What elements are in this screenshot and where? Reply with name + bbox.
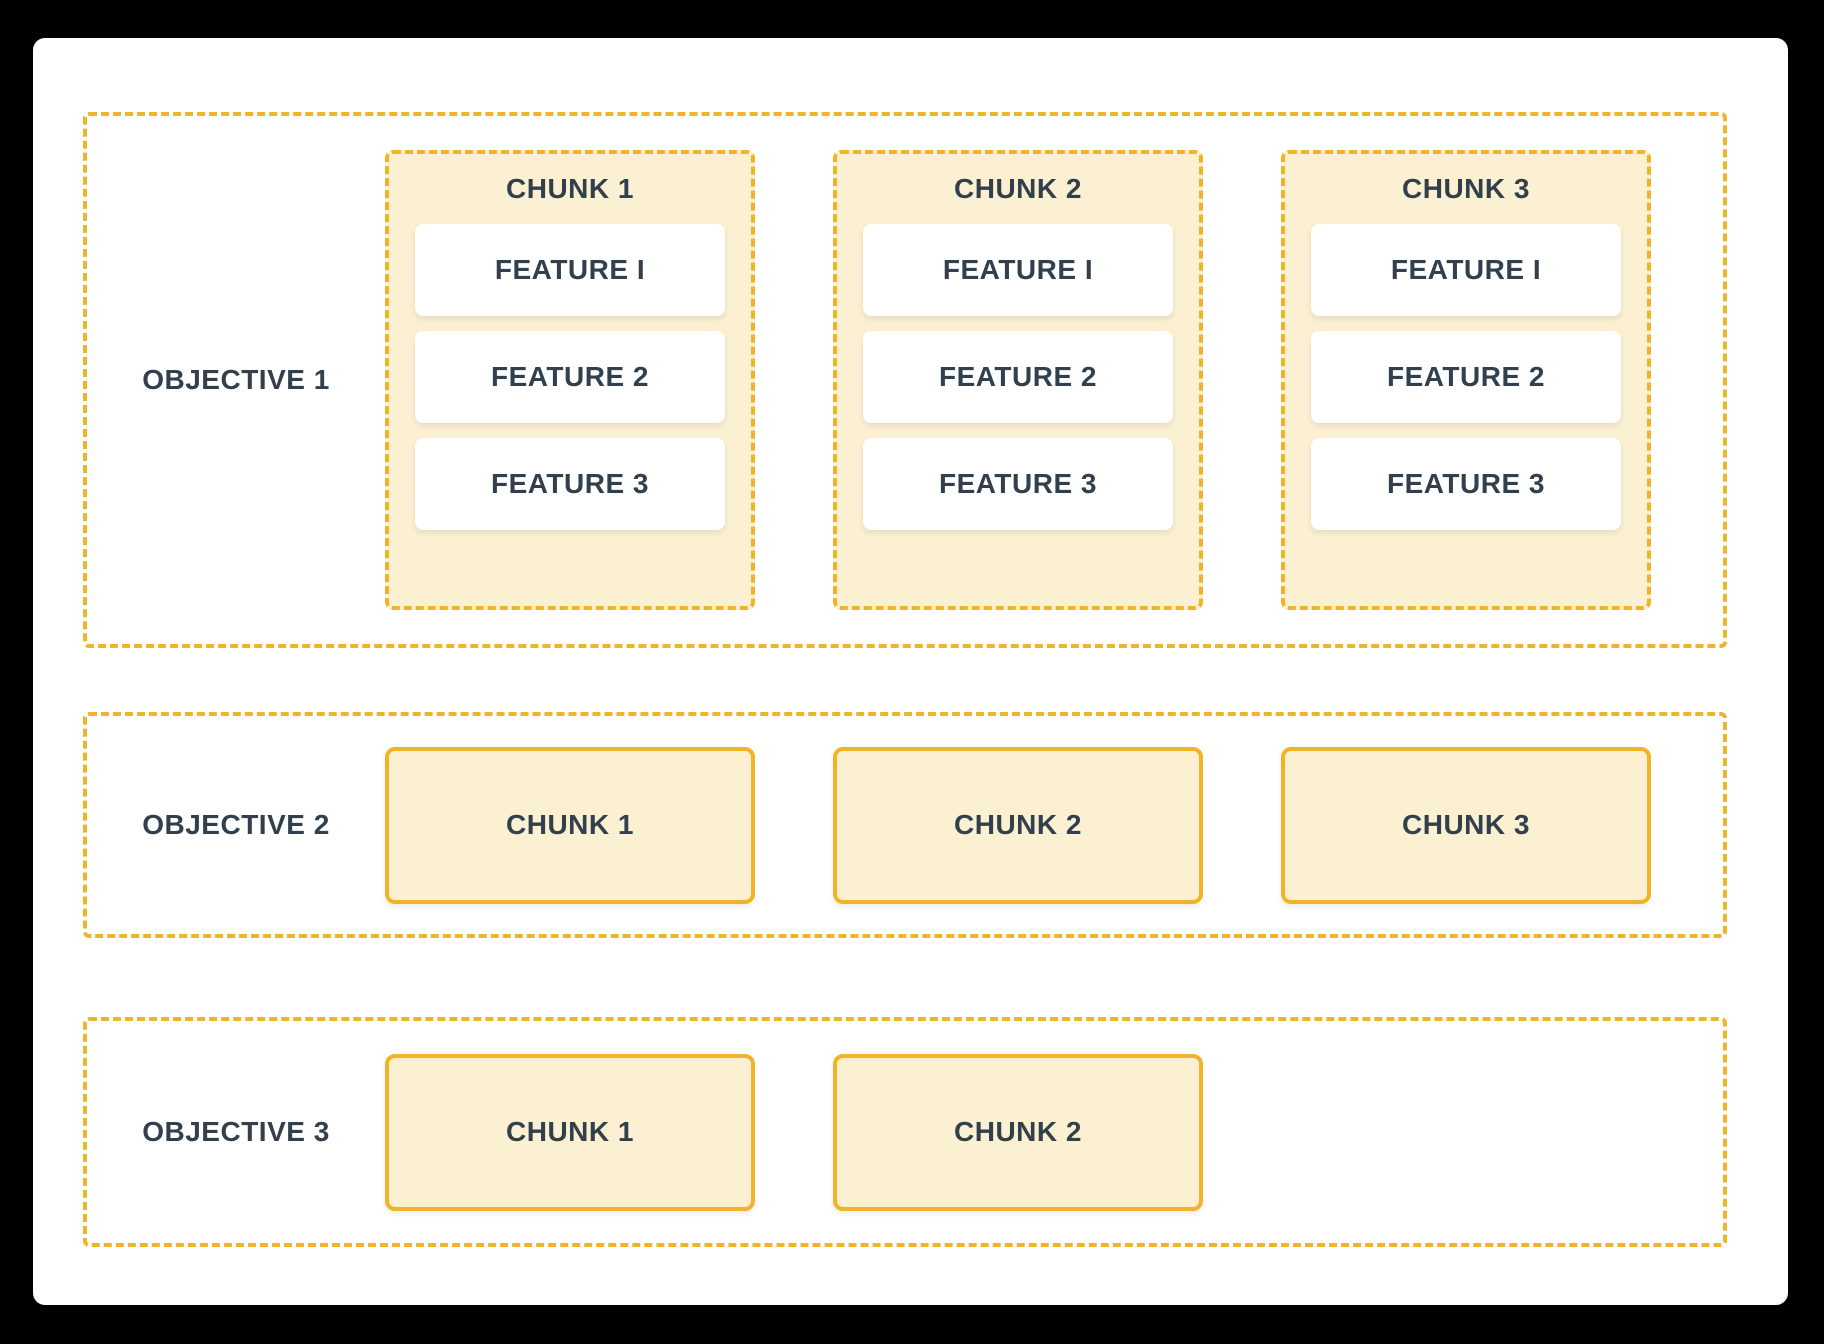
feature-item: FEATURE I: [415, 224, 725, 316]
feature-item: FEATURE 3: [863, 438, 1173, 530]
objective-3-label: OBJECTIVE 3: [142, 1116, 330, 1147]
objective-1-chunks: CHUNK 1 FEATURE I FEATURE 2 FEATURE 3 CH…: [385, 116, 1651, 644]
feature-item: FEATURE I: [1311, 224, 1621, 316]
objective-1-row: OBJECTIVE 1 CHUNK 1 FEATURE I FEATURE 2 …: [83, 112, 1727, 648]
chunk-card: CHUNK 2: [833, 1053, 1203, 1211]
feature-item: FEATURE 2: [1311, 331, 1621, 423]
objective-2-row: OBJECTIVE 2 CHUNK 1 CHUNK 2 CHUNK 3: [83, 712, 1727, 938]
chunk-title: CHUNK 2: [954, 173, 1082, 204]
chunk-card: CHUNK 3: [1281, 746, 1651, 904]
feature-item: FEATURE 2: [863, 331, 1173, 423]
chunk-card: CHUNK 2 FEATURE I FEATURE 2 FEATURE 3: [833, 150, 1203, 610]
objective-3-row: OBJECTIVE 3 CHUNK 1 CHUNK 2: [83, 1017, 1727, 1247]
chunk-card: CHUNK 1: [385, 746, 755, 904]
chunk-title: CHUNK 3: [1402, 173, 1530, 204]
chunk-title: CHUNK 1: [506, 173, 634, 204]
feature-item: FEATURE I: [863, 224, 1173, 316]
feature-item: FEATURE 3: [1311, 438, 1621, 530]
chunk-card: CHUNK 3 FEATURE I FEATURE 2 FEATURE 3: [1281, 150, 1651, 610]
objective-2-chunks: CHUNK 1 CHUNK 2 CHUNK 3: [385, 716, 1651, 934]
chunk-card: CHUNK 1: [385, 1053, 755, 1211]
feature-item: FEATURE 2: [415, 331, 725, 423]
diagram-card: OBJECTIVE 1 CHUNK 1 FEATURE I FEATURE 2 …: [33, 38, 1788, 1305]
chunk-card: CHUNK 1 FEATURE I FEATURE 2 FEATURE 3: [385, 150, 755, 610]
chunk-card: CHUNK 2: [833, 746, 1203, 904]
objective-1-label: OBJECTIVE 1: [142, 364, 330, 395]
feature-item: FEATURE 3: [415, 438, 725, 530]
objective-3-chunks: CHUNK 1 CHUNK 2: [385, 1021, 1203, 1243]
objective-2-label: OBJECTIVE 2: [142, 809, 330, 840]
